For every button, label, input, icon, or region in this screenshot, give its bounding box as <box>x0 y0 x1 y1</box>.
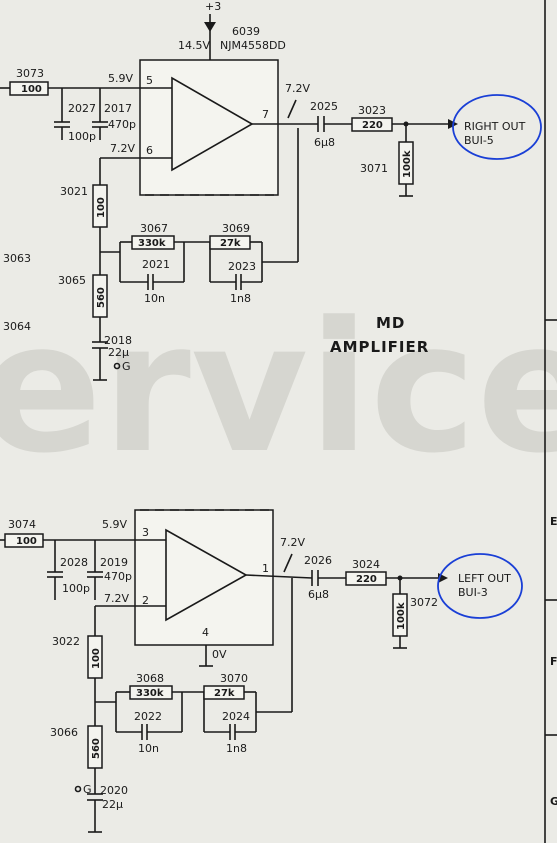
ic-top-body <box>139 59 279 196</box>
wire <box>245 574 313 579</box>
side-label-3064: 3064 <box>3 320 31 333</box>
bottom-pin-gnd: 4 <box>202 626 209 639</box>
right-out-highlight <box>452 94 542 160</box>
resistor-3070-value: 27k <box>214 688 235 699</box>
ic-part-number: NJM4558DD <box>220 39 286 52</box>
cap-2019-value: 470p <box>104 570 132 583</box>
grid-letter-e: E <box>550 515 557 528</box>
cap-2027-value: 100p <box>68 130 96 143</box>
grid-letter-f: F <box>550 655 557 668</box>
resistor-3074-value: 100 <box>16 536 37 547</box>
resistor-3071-value: 100k <box>402 150 413 178</box>
voltage-pointer <box>287 99 297 119</box>
right-out-connector: BUI-5 <box>464 134 494 147</box>
resistor-3066-ref: 3066 <box>50 726 78 739</box>
ground-bottom-label: G <box>83 783 92 796</box>
cap-2022-ref: 2022 <box>134 710 162 723</box>
service-watermark: ervice <box>0 284 557 493</box>
cap-2020-ref: 2020 <box>100 784 128 797</box>
ground-top-label: G <box>122 360 131 373</box>
resistor-3024-value: 220 <box>356 574 377 585</box>
resistor-3073-value: 100 <box>21 84 42 95</box>
resistor-3072-value: 100k <box>396 602 407 630</box>
side-label-3063: 3063 <box>3 252 31 265</box>
left-out-label: LEFT OUT <box>458 572 511 585</box>
cap-2017-value: 470p <box>108 118 136 131</box>
left-out-connector: BUI-3 <box>458 586 488 599</box>
bottom-channel: 100 3074 5.9V 3 2028 100p 2019 470p 7.2V… <box>0 509 523 833</box>
right-out-label: RIGHT OUT <box>464 120 526 133</box>
cap-2018-value: 22μ <box>108 346 129 359</box>
cap-2020-value: 22μ <box>102 798 123 811</box>
top-channel: 100 3073 5.9V 5 2027 100p 2017 470p 7.2V… <box>0 59 542 381</box>
resistor-3073-ref: 3073 <box>16 67 44 80</box>
cap-2024-value: 1n8 <box>226 742 247 755</box>
cap-2017-ref: 2017 <box>104 102 132 115</box>
cap-2025-value: 6μ8 <box>314 136 335 149</box>
resistor-3068-ref: 3068 <box>136 672 164 685</box>
resistor-3068-value: 330k <box>136 688 164 699</box>
resistor-3066-value: 560 <box>91 738 102 759</box>
cap-2019-ref: 2019 <box>100 556 128 569</box>
cap-2023-ref: 2023 <box>228 260 256 273</box>
cap-2024-ref: 2024 <box>222 710 250 723</box>
cap-2021-value: 10n <box>144 292 165 305</box>
resistor-3071-ref: 3071 <box>360 162 388 175</box>
cap-2028-ref: 2028 <box>60 556 88 569</box>
left-out-highlight <box>437 553 523 619</box>
supply-arrow-icon <box>204 22 216 32</box>
bottom-neg-voltage: 7.2V <box>104 592 129 605</box>
resistor-3072-ref: 3072 <box>410 596 438 609</box>
resistor-3023-value: 220 <box>362 120 383 131</box>
resistor-3074-ref: 3074 <box>8 518 36 531</box>
cap-2023-value: 1n8 <box>230 292 251 305</box>
bottom-output-voltage: 7.2V <box>280 536 305 549</box>
supply-voltage: 14.5V <box>178 39 210 52</box>
resistor-3065-value: 560 <box>96 287 107 308</box>
resistor-3067-ref: 3067 <box>140 222 168 235</box>
voltage-pointer <box>283 553 293 573</box>
opamp-top-icon <box>171 76 254 172</box>
resistor-3023-ref: 3023 <box>358 104 386 117</box>
resistor-3067-value: 330k <box>138 238 166 249</box>
cap-2028-value: 100p <box>62 582 90 595</box>
bottom-input-voltage: 5.9V <box>102 518 127 531</box>
top-pin-neg: 6 <box>146 144 153 157</box>
cap-2022-value: 10n <box>138 742 159 755</box>
top-neg-voltage: 7.2V <box>110 142 135 155</box>
top-output-voltage: 7.2V <box>285 82 310 95</box>
resistor-3069-ref: 3069 <box>222 222 250 235</box>
bottom-gnd-voltage: 0V <box>212 648 227 661</box>
cap-2021-ref: 2021 <box>142 258 170 271</box>
resistor-3069-value: 27k <box>220 238 241 249</box>
grid-letter-g: G <box>550 795 557 808</box>
top-pin-in: 5 <box>146 74 153 87</box>
ic-reference: 6039 <box>232 25 260 38</box>
top-pin-out: 7 <box>262 108 269 121</box>
supply-rail-label: +3 <box>205 0 221 13</box>
resistor-3021-ref: 3021 <box>60 185 88 198</box>
resistor-3022-value: 100 <box>91 648 102 669</box>
cap-2025-ref: 2025 <box>310 100 338 113</box>
resistor-3022-ref: 3022 <box>52 635 80 648</box>
top-input-voltage: 5.9V <box>108 72 133 85</box>
bottom-pin-in: 3 <box>142 526 149 539</box>
cap-2026-ref: 2026 <box>304 554 332 567</box>
cap-2027-ref: 2027 <box>68 102 96 115</box>
resistor-3070-ref: 3070 <box>220 672 248 685</box>
resistor-3065-ref: 3065 <box>58 274 86 287</box>
title-line-2: AMPLIFIER <box>330 338 429 356</box>
bottom-pin-neg: 2 <box>142 594 149 607</box>
ground-node-icon <box>74 785 82 793</box>
resistor-3021-value: 100 <box>96 197 107 218</box>
title-line-1: MD <box>376 314 405 332</box>
bottom-pin-out: 1 <box>262 562 269 575</box>
resistor-3024-ref: 3024 <box>352 558 380 571</box>
ic-bottom-body <box>134 509 274 646</box>
cap-2026-value: 6μ8 <box>308 588 329 601</box>
ground-node-icon <box>113 362 121 370</box>
cap-2018-ref: 2018 <box>104 334 132 347</box>
opamp-bottom-icon <box>165 528 248 622</box>
